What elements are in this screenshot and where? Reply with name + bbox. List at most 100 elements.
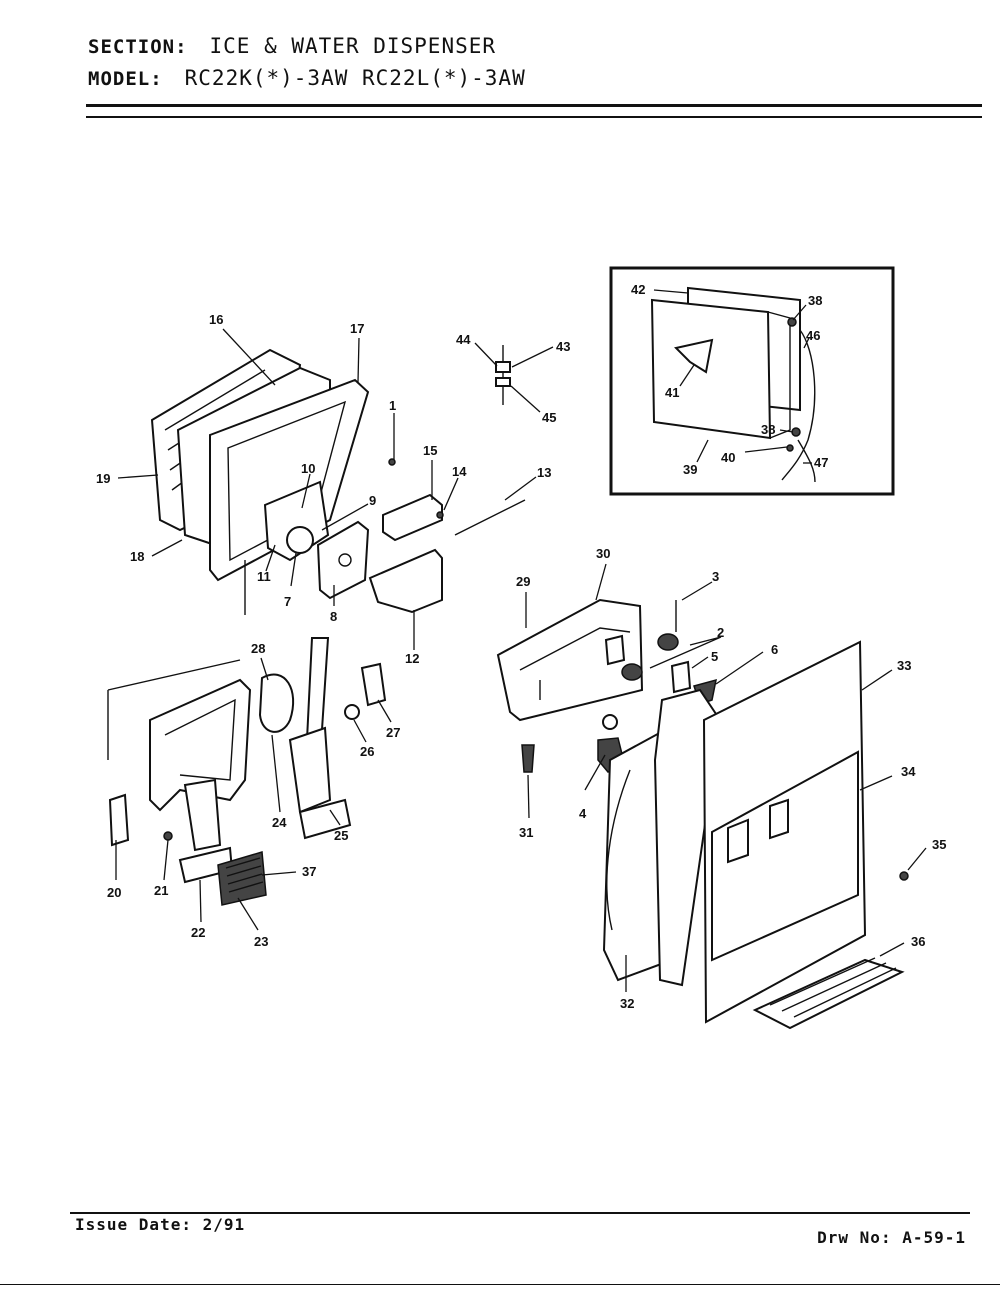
part-8-cover <box>316 520 370 600</box>
callout-45: 45 <box>542 410 556 425</box>
leader-21 <box>163 839 169 881</box>
callout-42: 42 <box>631 282 645 297</box>
leader-38b <box>779 429 794 433</box>
model-label: MODEL: <box>88 68 163 90</box>
dispenser-housing-assembly <box>496 598 909 1030</box>
part-24-lever <box>288 726 332 814</box>
callout-44: 44 <box>456 332 471 347</box>
part-21-screw <box>163 831 173 841</box>
leader-45 <box>510 385 541 413</box>
callout-35: 35 <box>932 837 946 852</box>
callout-5: 5 <box>711 649 718 664</box>
callout-9: 9 <box>369 493 376 508</box>
leader-22 <box>199 879 202 923</box>
callout-37: 37 <box>302 864 316 879</box>
inset-heater-detail <box>609 266 895 496</box>
callout-7: 7 <box>284 594 291 609</box>
callout-25: 25 <box>334 828 348 843</box>
header-rule-bottom <box>86 116 982 118</box>
model-value: RC22K(*)-3AW RC22L(*)-3AW <box>184 66 526 90</box>
leader-14 <box>443 477 459 511</box>
callout-1: 1 <box>389 398 396 413</box>
callout-26: 26 <box>360 744 374 759</box>
part-38-connector-top <box>787 317 797 327</box>
leader-17 <box>357 337 360 383</box>
page-bottom-rule <box>0 1284 1000 1285</box>
leader-40 <box>744 446 788 453</box>
callout-23: 23 <box>254 934 268 949</box>
leader-46 <box>803 337 810 349</box>
callout-47: 47 <box>814 455 828 470</box>
callout-2: 2 <box>717 625 724 640</box>
part-36-grille-bars <box>769 957 897 1018</box>
leader-44 <box>474 342 498 367</box>
callout-41: 41 <box>665 385 679 400</box>
part-30-detail <box>519 627 631 700</box>
leader-5 <box>691 656 709 669</box>
leader-24 <box>271 734 281 813</box>
inset-frame <box>609 266 895 496</box>
part-2-spring-a <box>657 633 679 651</box>
callout-17: 17 <box>350 321 364 336</box>
leader-38a <box>792 304 807 321</box>
callout-28: 28 <box>251 641 265 656</box>
callout-6: 6 <box>771 642 778 657</box>
leader-36 <box>879 942 905 957</box>
leader-42 <box>653 289 689 294</box>
callout-36: 36 <box>911 934 925 949</box>
part-34-recess <box>711 750 859 962</box>
section-label: SECTION: <box>88 36 188 58</box>
part-26-spring <box>344 704 360 720</box>
callout-24: 24 <box>272 815 287 830</box>
leader-41 <box>679 364 695 387</box>
part-47-wire <box>797 439 816 483</box>
part-38-connector-bottom <box>791 427 801 437</box>
header-rule-top <box>86 104 982 107</box>
part-washer <box>602 714 618 730</box>
callout-39: 39 <box>683 462 697 477</box>
leader-9 <box>321 503 369 531</box>
issue-date: Issue Date: 2/91 <box>75 1215 246 1234</box>
part-1-screw <box>388 458 396 466</box>
callout-27: 27 <box>386 725 400 740</box>
callout-21: 21 <box>154 883 168 898</box>
part-44-nut <box>495 361 511 373</box>
part-5-valve <box>670 660 692 694</box>
callout-30: 30 <box>596 546 610 561</box>
leader-35 <box>907 847 927 871</box>
callout-46: 46 <box>806 328 820 343</box>
leader-3 <box>681 581 713 601</box>
callout-16: 16 <box>209 312 223 327</box>
part-34-chute-left <box>727 818 749 864</box>
callout-38-top: 38 <box>808 293 822 308</box>
part-housing-block <box>604 634 626 666</box>
leader-18 <box>151 539 183 557</box>
part-13-rod <box>454 499 526 536</box>
part-20-bracket <box>108 793 130 847</box>
water-fitting-assembly <box>495 345 511 405</box>
callout-34: 34 <box>901 764 916 779</box>
footer-rule <box>70 1212 970 1214</box>
part-45-insert <box>495 377 511 387</box>
part-23-ribs <box>225 857 264 893</box>
callout-14: 14 <box>452 464 467 479</box>
leader-11 <box>265 544 276 572</box>
callout-11: 11 <box>257 569 271 584</box>
callout-18: 18 <box>130 549 144 564</box>
callout-38-bottom: 38 <box>761 422 775 437</box>
part-41-bracket <box>674 338 714 374</box>
part-39-housing <box>650 298 772 440</box>
drawing-number: Drw No: A-59-1 <box>817 1228 966 1247</box>
part-7-hub <box>286 526 314 554</box>
part-35-screw <box>899 871 909 881</box>
callout-19: 19 <box>96 471 110 486</box>
callout-33: 33 <box>897 658 911 673</box>
leader-2 <box>649 636 722 669</box>
leader-34 <box>859 775 893 791</box>
section-value: ICE & WATER DISPENSER <box>209 34 497 58</box>
part-17-gasket-frame <box>209 378 370 582</box>
leader-4 <box>584 754 606 791</box>
leader-lines <box>115 289 927 992</box>
